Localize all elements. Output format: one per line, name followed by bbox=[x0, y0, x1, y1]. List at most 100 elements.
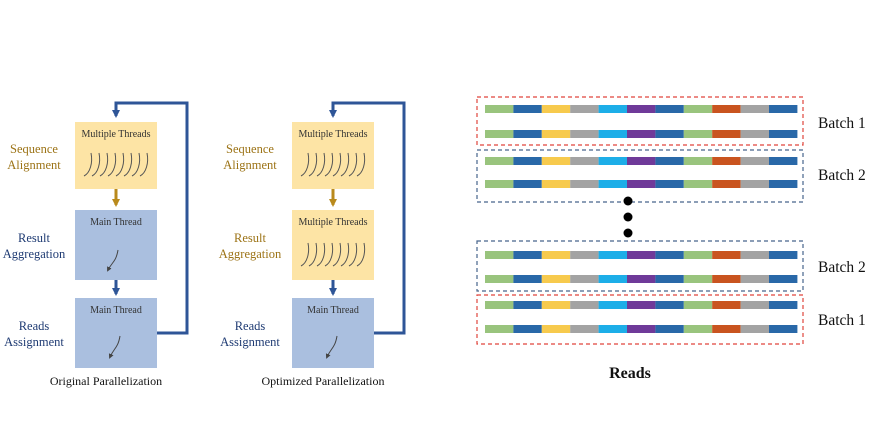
read-row bbox=[485, 180, 798, 188]
batch-1-bottom-box bbox=[476, 294, 804, 345]
read-segment bbox=[570, 180, 599, 188]
reads-assignment-box-label: Main Thread bbox=[90, 305, 142, 316]
read-segment bbox=[655, 251, 684, 259]
reads-panel: Batch 1 Batch 2 Batch 2 Batch 1 Reads bbox=[476, 96, 866, 382]
read-segment bbox=[769, 157, 798, 165]
read-segment bbox=[541, 157, 571, 165]
read-segment bbox=[769, 180, 798, 188]
reads-assignment-label-line1: Reads bbox=[19, 319, 50, 333]
read-segment bbox=[570, 130, 599, 138]
read-segment bbox=[627, 157, 656, 165]
read-segment bbox=[627, 251, 656, 259]
read-segment bbox=[769, 301, 798, 309]
read-segment bbox=[683, 275, 713, 283]
read-segment bbox=[627, 275, 656, 283]
reads-assignment-label-line2: Assignment bbox=[4, 335, 64, 349]
sequence-alignment-label-line2: Alignment bbox=[7, 158, 61, 172]
read-segment bbox=[712, 157, 741, 165]
read-segment bbox=[740, 251, 769, 259]
read-segment bbox=[712, 130, 741, 138]
batch-1-top-box bbox=[476, 96, 804, 146]
result-aggregation-box bbox=[75, 210, 157, 280]
read-segment bbox=[627, 325, 656, 333]
read-segment bbox=[627, 130, 656, 138]
original-parallelization-caption: Original Parallelization bbox=[50, 374, 162, 388]
read-segment bbox=[712, 180, 741, 188]
read-segment bbox=[513, 180, 542, 188]
read-segment bbox=[769, 105, 798, 113]
read-segment bbox=[485, 275, 514, 283]
read-segment bbox=[655, 301, 684, 309]
read-segment bbox=[655, 275, 684, 283]
read-segment bbox=[655, 325, 684, 333]
read-segment bbox=[740, 325, 769, 333]
read-row bbox=[485, 275, 798, 283]
read-segment bbox=[541, 130, 571, 138]
read-segment bbox=[740, 130, 769, 138]
read-segment bbox=[683, 325, 713, 333]
batch-label: Batch 1 bbox=[818, 115, 866, 132]
read-segment bbox=[598, 157, 627, 165]
read-segment bbox=[740, 275, 769, 283]
batch-2-bottom-box bbox=[476, 240, 804, 292]
read-segment bbox=[598, 105, 627, 113]
read-segment bbox=[485, 301, 514, 309]
read-segment bbox=[712, 325, 741, 333]
read-segment bbox=[513, 251, 542, 259]
read-segment bbox=[598, 275, 627, 283]
read-segment bbox=[712, 275, 741, 283]
optimized-parallelization-caption: Optimized Parallelization bbox=[262, 374, 385, 388]
read-segment bbox=[740, 301, 769, 309]
read-segment bbox=[683, 157, 713, 165]
feedback-loop-arrow bbox=[112, 101, 189, 335]
read-segment bbox=[655, 180, 684, 188]
read-segment bbox=[513, 275, 542, 283]
read-segment bbox=[541, 301, 571, 309]
reads-assignment-label-line2: Assignment bbox=[220, 335, 280, 349]
result-aggregation-box-label: Main Thread bbox=[90, 217, 142, 228]
read-segment bbox=[570, 157, 599, 165]
read-segment bbox=[513, 105, 542, 113]
original-parallelization-diagram: Sequence Alignment Result Aggregation Re… bbox=[3, 101, 189, 388]
read-segment bbox=[485, 105, 514, 113]
read-segment bbox=[598, 325, 627, 333]
read-segment bbox=[740, 180, 769, 188]
read-segment bbox=[769, 130, 798, 138]
read-segment bbox=[683, 180, 713, 188]
main-thread-icon bbox=[107, 249, 119, 272]
read-segment bbox=[740, 157, 769, 165]
read-segment bbox=[769, 251, 798, 259]
read-segment bbox=[598, 301, 627, 309]
read-row bbox=[485, 130, 798, 138]
sequence-alignment-box-label: Multiple Threads bbox=[299, 129, 368, 140]
optimized-parallelization-diagram: Sequence Alignment Result Aggregation Re… bbox=[219, 101, 406, 388]
read-row bbox=[485, 105, 798, 113]
batch-2-top-box bbox=[476, 149, 804, 203]
read-segment bbox=[570, 275, 599, 283]
result-aggregation-label-line1: Result bbox=[18, 231, 50, 245]
feedback-loop-arrow bbox=[329, 101, 406, 335]
read-segment bbox=[541, 180, 571, 188]
read-segment bbox=[683, 251, 713, 259]
reads-assignment-box bbox=[292, 298, 374, 368]
read-row bbox=[485, 251, 798, 259]
result-aggregation-label-line2: Aggregation bbox=[3, 247, 66, 261]
main-thread-icon bbox=[325, 335, 338, 359]
read-row bbox=[485, 301, 798, 309]
read-segment bbox=[655, 157, 684, 165]
read-segment bbox=[655, 105, 684, 113]
read-segment bbox=[712, 251, 741, 259]
result-aggregation-box bbox=[292, 210, 374, 280]
sequence-alignment-label-line2: Alignment bbox=[223, 158, 277, 172]
result-aggregation-label-line1: Result bbox=[234, 231, 266, 245]
multiple-threads-icon bbox=[83, 152, 149, 177]
reads-assignment-box bbox=[75, 298, 157, 368]
read-segment bbox=[513, 301, 542, 309]
read-segment bbox=[485, 130, 514, 138]
sequence-alignment-box bbox=[75, 122, 157, 189]
batch-label: Batch 2 bbox=[818, 167, 866, 184]
multiple-threads-icon bbox=[300, 152, 366, 177]
read-segment bbox=[769, 275, 798, 283]
ellipsis-dot bbox=[623, 212, 633, 222]
read-segment bbox=[598, 180, 627, 188]
